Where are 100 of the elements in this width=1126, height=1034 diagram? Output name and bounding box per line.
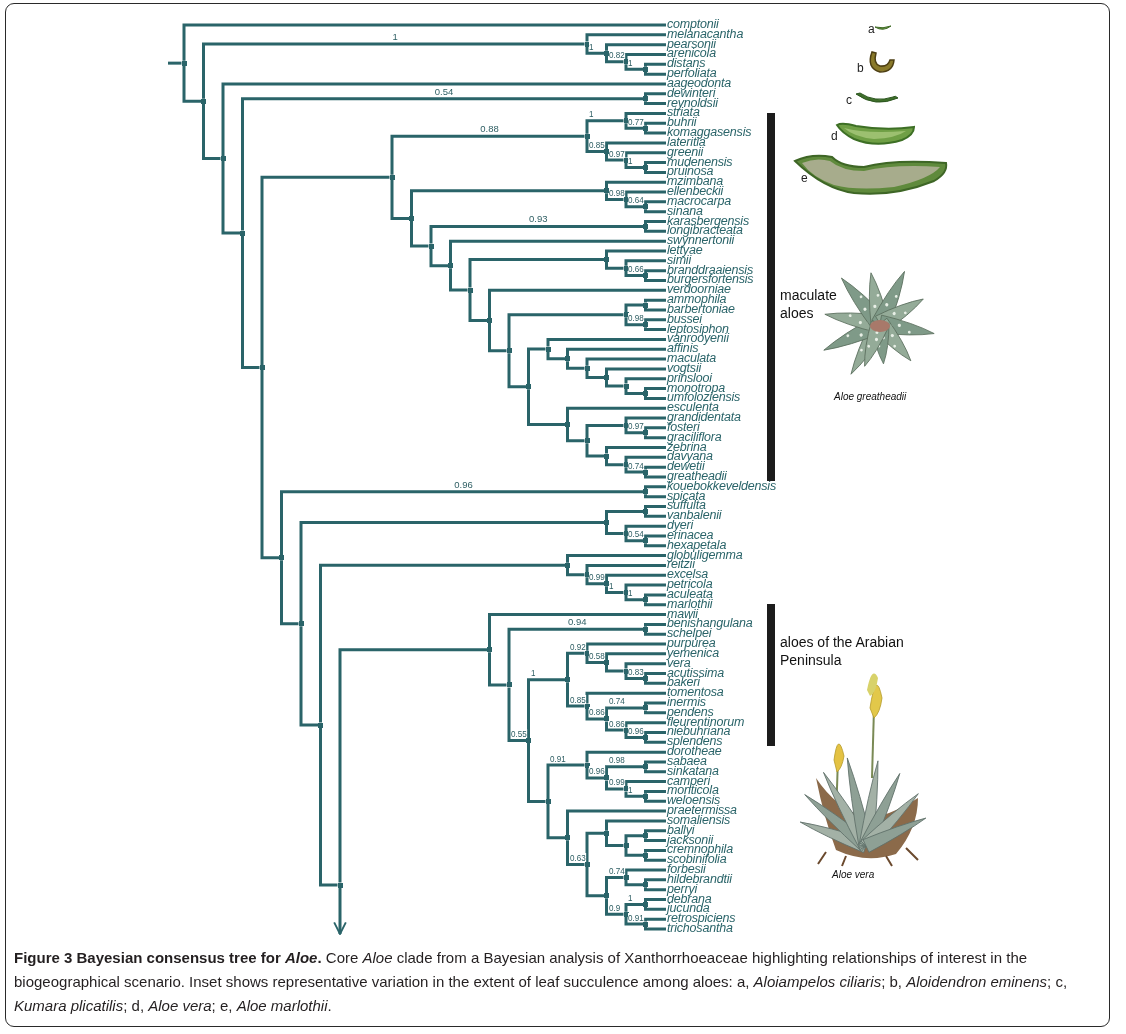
branch-point — [565, 835, 570, 841]
branch-point — [584, 762, 590, 768]
branch-line — [605, 573, 666, 582]
branch-point — [643, 489, 648, 495]
branch-line — [644, 710, 666, 715]
branch-point — [318, 722, 323, 728]
branch-point — [584, 572, 590, 578]
taxon-label: retrospiciens — [667, 913, 736, 925]
taxon-label: camperi — [667, 775, 711, 787]
branch-point — [623, 589, 629, 595]
branch-line — [644, 906, 666, 911]
branch-line — [605, 706, 643, 717]
branch-line — [644, 505, 666, 510]
branch-line — [468, 258, 604, 288]
branch-point — [643, 430, 648, 436]
taxon-label: petricola — [667, 579, 713, 591]
branch-line — [488, 288, 666, 319]
taxon-label: greenii — [667, 146, 704, 158]
branch-line — [644, 602, 666, 607]
branch-line — [585, 691, 666, 704]
taxon-label: praetermissa — [667, 805, 737, 817]
branch-line — [468, 292, 487, 323]
branch-line — [644, 493, 666, 499]
taxon-label: lateritia — [667, 136, 706, 148]
branch-point — [584, 41, 590, 47]
branch-line — [241, 235, 260, 369]
branch-line — [221, 82, 666, 157]
branch-point — [279, 555, 284, 561]
branch-line — [644, 731, 666, 736]
taxon-label: schelpei — [667, 628, 712, 640]
branch-line — [644, 92, 666, 97]
branch-line — [624, 834, 643, 843]
branch-line — [624, 317, 643, 327]
branch-line — [605, 367, 666, 375]
panel-letter: c — [846, 94, 852, 106]
branch-line — [546, 763, 585, 799]
edge-label: 0.63 — [569, 853, 586, 862]
branch-line — [566, 406, 666, 422]
branch-line — [182, 65, 201, 103]
edge-label: 1 — [628, 588, 633, 598]
branch-point — [487, 647, 492, 653]
branch-point — [643, 508, 648, 514]
branch-line — [338, 648, 487, 883]
branch-point — [604, 50, 609, 56]
branch-line — [566, 840, 585, 866]
branch-line — [605, 875, 624, 894]
taxon-label: branddraaiensis — [667, 264, 753, 276]
branch-line — [605, 765, 643, 776]
branch-line — [624, 190, 666, 197]
taxon-label: yemenica — [667, 647, 719, 659]
taxon-label: pearsonii — [667, 38, 716, 50]
branch-line — [624, 583, 666, 590]
branch-line — [202, 103, 221, 161]
branch-point — [643, 921, 648, 927]
branch-line — [566, 554, 666, 563]
branch-point — [643, 273, 648, 279]
branch-line — [527, 389, 565, 426]
branch-line — [624, 162, 643, 169]
taxon-label: pruinosa — [667, 166, 714, 178]
edge-label: 1 — [628, 784, 633, 794]
branch-point — [584, 862, 590, 867]
branch-point — [643, 764, 648, 770]
branch-point — [584, 133, 590, 139]
branch-line — [605, 154, 624, 162]
branch-point — [643, 469, 648, 475]
branch-point — [623, 842, 629, 848]
branch-point — [604, 893, 609, 899]
branch-line — [410, 220, 429, 248]
taxon-label: karasbergensis — [667, 215, 749, 227]
branch-line — [624, 416, 666, 423]
branch-line — [624, 53, 666, 60]
branch-line — [644, 169, 666, 174]
panel-letter: d — [831, 130, 838, 142]
taxon-label: lettyae — [667, 245, 703, 256]
edge-label: 1 — [530, 668, 535, 678]
branch-line — [605, 141, 666, 149]
branch-line — [644, 387, 666, 392]
branch-line — [585, 423, 624, 439]
branch-point — [467, 287, 473, 293]
branch-point — [604, 188, 609, 194]
branch-point — [623, 312, 629, 318]
taxon-label: ballyi — [667, 824, 695, 836]
taxon-label: marlothii — [667, 598, 713, 610]
branch-line — [585, 443, 604, 458]
branch-point — [643, 164, 648, 170]
branch-line — [507, 687, 526, 743]
taxon-label: jacksonii — [667, 834, 714, 846]
branch-line — [546, 803, 565, 840]
figure-caption: Figure 3 Bayesian consensus tree for Aloe. Core Aloe clade from a Bayesian analysis of Xanthorrhoeaceae highlighting relationships of interest in the biogeographical scenario. Inset shows representative variation in the extent of leaf succulence among aloes: a, Aloiampelos ciliaris; b, Aloidendron eminens; c, Kumara plicatilis; d, Aloe vera; e, Aloe marlothii. — [14, 948, 1069, 1016]
branch-point — [584, 650, 590, 656]
branch-line — [605, 819, 666, 831]
edge-label: 1 — [608, 580, 613, 590]
edge-label: 0.86 — [589, 707, 605, 717]
branch-line — [605, 664, 624, 673]
branch-point — [181, 60, 187, 66]
branch-line — [644, 672, 666, 677]
branch-line — [624, 594, 643, 602]
branch-line — [260, 370, 279, 560]
branch-line — [527, 678, 565, 739]
taxon-label: sinana — [667, 205, 703, 217]
